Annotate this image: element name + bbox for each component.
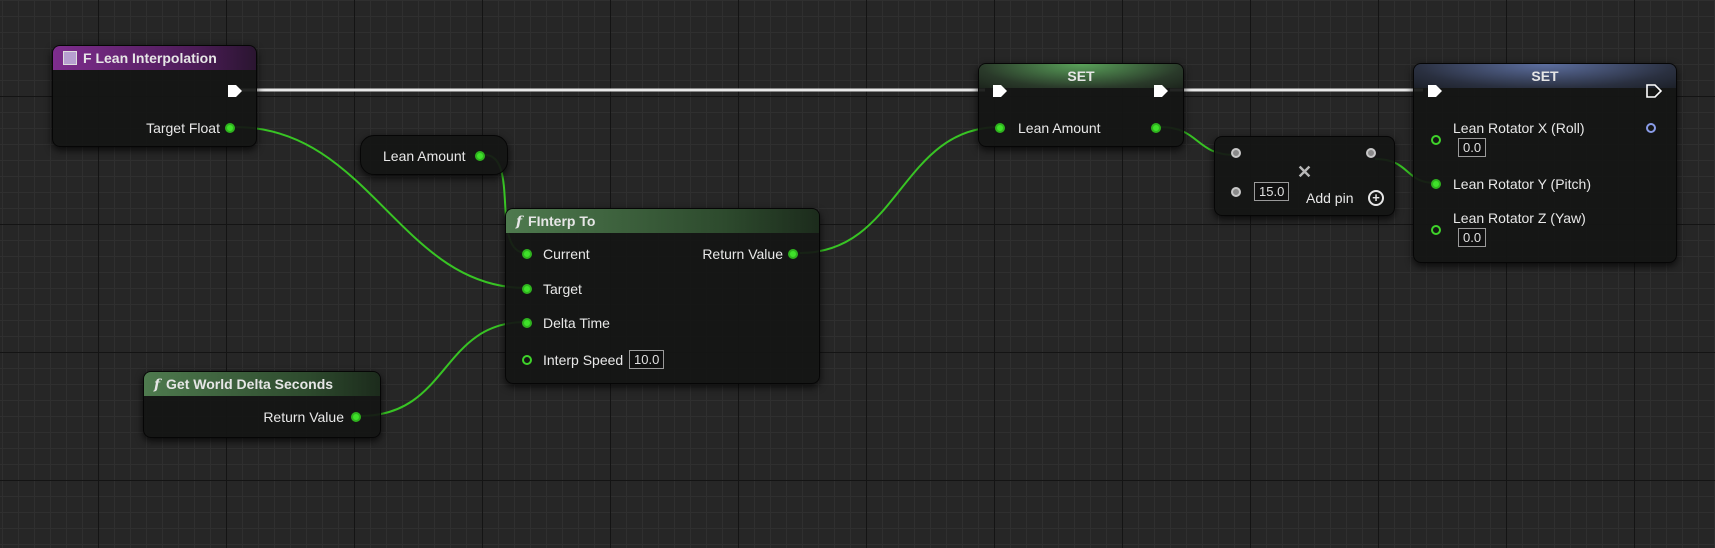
multiply-input-a-pin[interactable] [1231,148,1241,158]
current-label: Current [543,246,590,262]
interp-speed-label: Interp Speed [543,352,624,368]
finterp-to-node[interactable]: f FInterp To Current Target Delta Time In… [505,208,820,384]
event-node-title: F Lean Interpolation [83,50,217,66]
event-node-header: F Lean Interpolation [53,46,256,70]
return-value-label: Return Value [702,246,783,262]
exec-out-pin[interactable] [1153,84,1169,98]
lean-rotator-y-label: Lean Rotator Y (Pitch) [1453,176,1592,192]
function-icon: f [516,214,523,230]
multiply-icon: ✕ [1297,162,1313,182]
delta-return-value-pin[interactable] [351,412,361,422]
return-value-pin[interactable] [788,249,798,259]
finterp-to-title: FInterp To [528,213,596,229]
lean-rotator-output-pin[interactable] [1646,123,1656,133]
set-lean-amount-header: SET [979,64,1183,88]
get-world-delta-seconds-node[interactable]: f Get World Delta Seconds Return Value [143,371,381,438]
multiply-value-input[interactable]: 15.0 [1254,182,1290,201]
target-float-pin[interactable] [225,123,235,133]
lean-rotator-z-label: Lean Rotator Z (Yaw) [1453,210,1586,226]
delta-time-label: Delta Time [543,315,610,331]
set-lean-amount-node[interactable]: SET Lean Amount [978,63,1184,147]
set-lean-rotator-header: SET [1414,64,1676,88]
wire-delta-seconds-to-delta-time [359,321,527,417]
lean-amount-getter-label: Lean Amount [383,148,466,164]
lean-amount-input-label: Lean Amount [1018,120,1101,136]
delta-return-value-label: Return Value [263,409,344,425]
exec-out-pin[interactable] [1646,84,1662,98]
current-pin[interactable] [522,249,532,259]
lean-amount-getter-pin[interactable] [475,151,485,161]
interp-speed-input[interactable]: 10.0 [629,350,665,369]
lean-interpolation-event-node[interactable]: F Lean Interpolation Target Float [52,45,257,147]
event-icon [63,51,77,65]
interp-speed-pin[interactable] [522,355,532,365]
multiply-output-pin[interactable] [1366,148,1376,158]
target-float-label: Target Float [146,120,220,136]
lean-amount-output-pin[interactable] [1151,123,1161,133]
wire-return-to-lean-amount [799,126,1001,254]
multiply-input-b-pin[interactable] [1231,187,1241,197]
lean-rotator-x-label: Lean Rotator X (Roll) [1453,120,1585,136]
set-lean-rotator-node[interactable]: SET Lean Rotator X (Roll) 0.0 Lean Rotat… [1413,63,1677,263]
delta-time-pin[interactable] [522,318,532,328]
lean-rotator-x-pin[interactable] [1431,135,1441,145]
function-icon: f [154,377,161,393]
lean-rotator-z-input[interactable]: 0.0 [1458,228,1487,247]
get-world-delta-seconds-header: f Get World Delta Seconds [144,372,380,396]
get-world-delta-seconds-title: Get World Delta Seconds [166,376,334,392]
lean-amount-input-pin[interactable] [995,123,1005,133]
wire-target-float-to-target [234,126,527,289]
exec-in-pin[interactable] [1427,84,1443,98]
multiply-node[interactable]: 15.0 ✕ Add pin + [1214,136,1395,216]
lean-rotator-y-pin[interactable] [1431,179,1441,189]
target-label: Target [543,281,582,297]
finterp-to-header: f FInterp To [506,209,819,233]
add-pin-label: Add pin [1306,190,1354,206]
target-pin[interactable] [522,284,532,294]
lean-rotator-z-pin[interactable] [1431,225,1441,235]
exec-out-pin[interactable] [227,84,243,98]
lean-rotator-x-input[interactable]: 0.0 [1458,138,1487,157]
add-pin-icon[interactable]: + [1368,190,1384,206]
lean-amount-getter-node[interactable]: Lean Amount [360,135,508,175]
exec-in-pin[interactable] [992,84,1008,98]
